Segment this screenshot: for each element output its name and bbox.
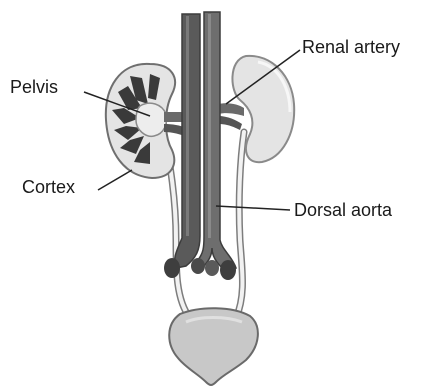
iliac-left [164,258,180,278]
renal-pelvis [136,103,167,136]
label-dorsal-aorta: Dorsal aorta [294,200,393,220]
cortex-leader [98,170,132,190]
urinary-bladder [169,308,258,385]
left-renal-vessel [164,112,184,122]
right-renal-vessel [218,103,244,116]
dorsal-aorta [196,12,236,270]
iliac-mid-right [205,260,219,276]
iliac-right [220,260,236,280]
label-cortex: Cortex [22,177,75,197]
label-pelvis: Pelvis [10,77,58,97]
bladder-body [169,308,258,385]
label-renal-artery: Renal artery [302,37,400,57]
iliac-mid-left [191,258,205,274]
dorsal-aorta-leader [216,206,290,210]
right-renal-vessel-lower [218,116,242,130]
